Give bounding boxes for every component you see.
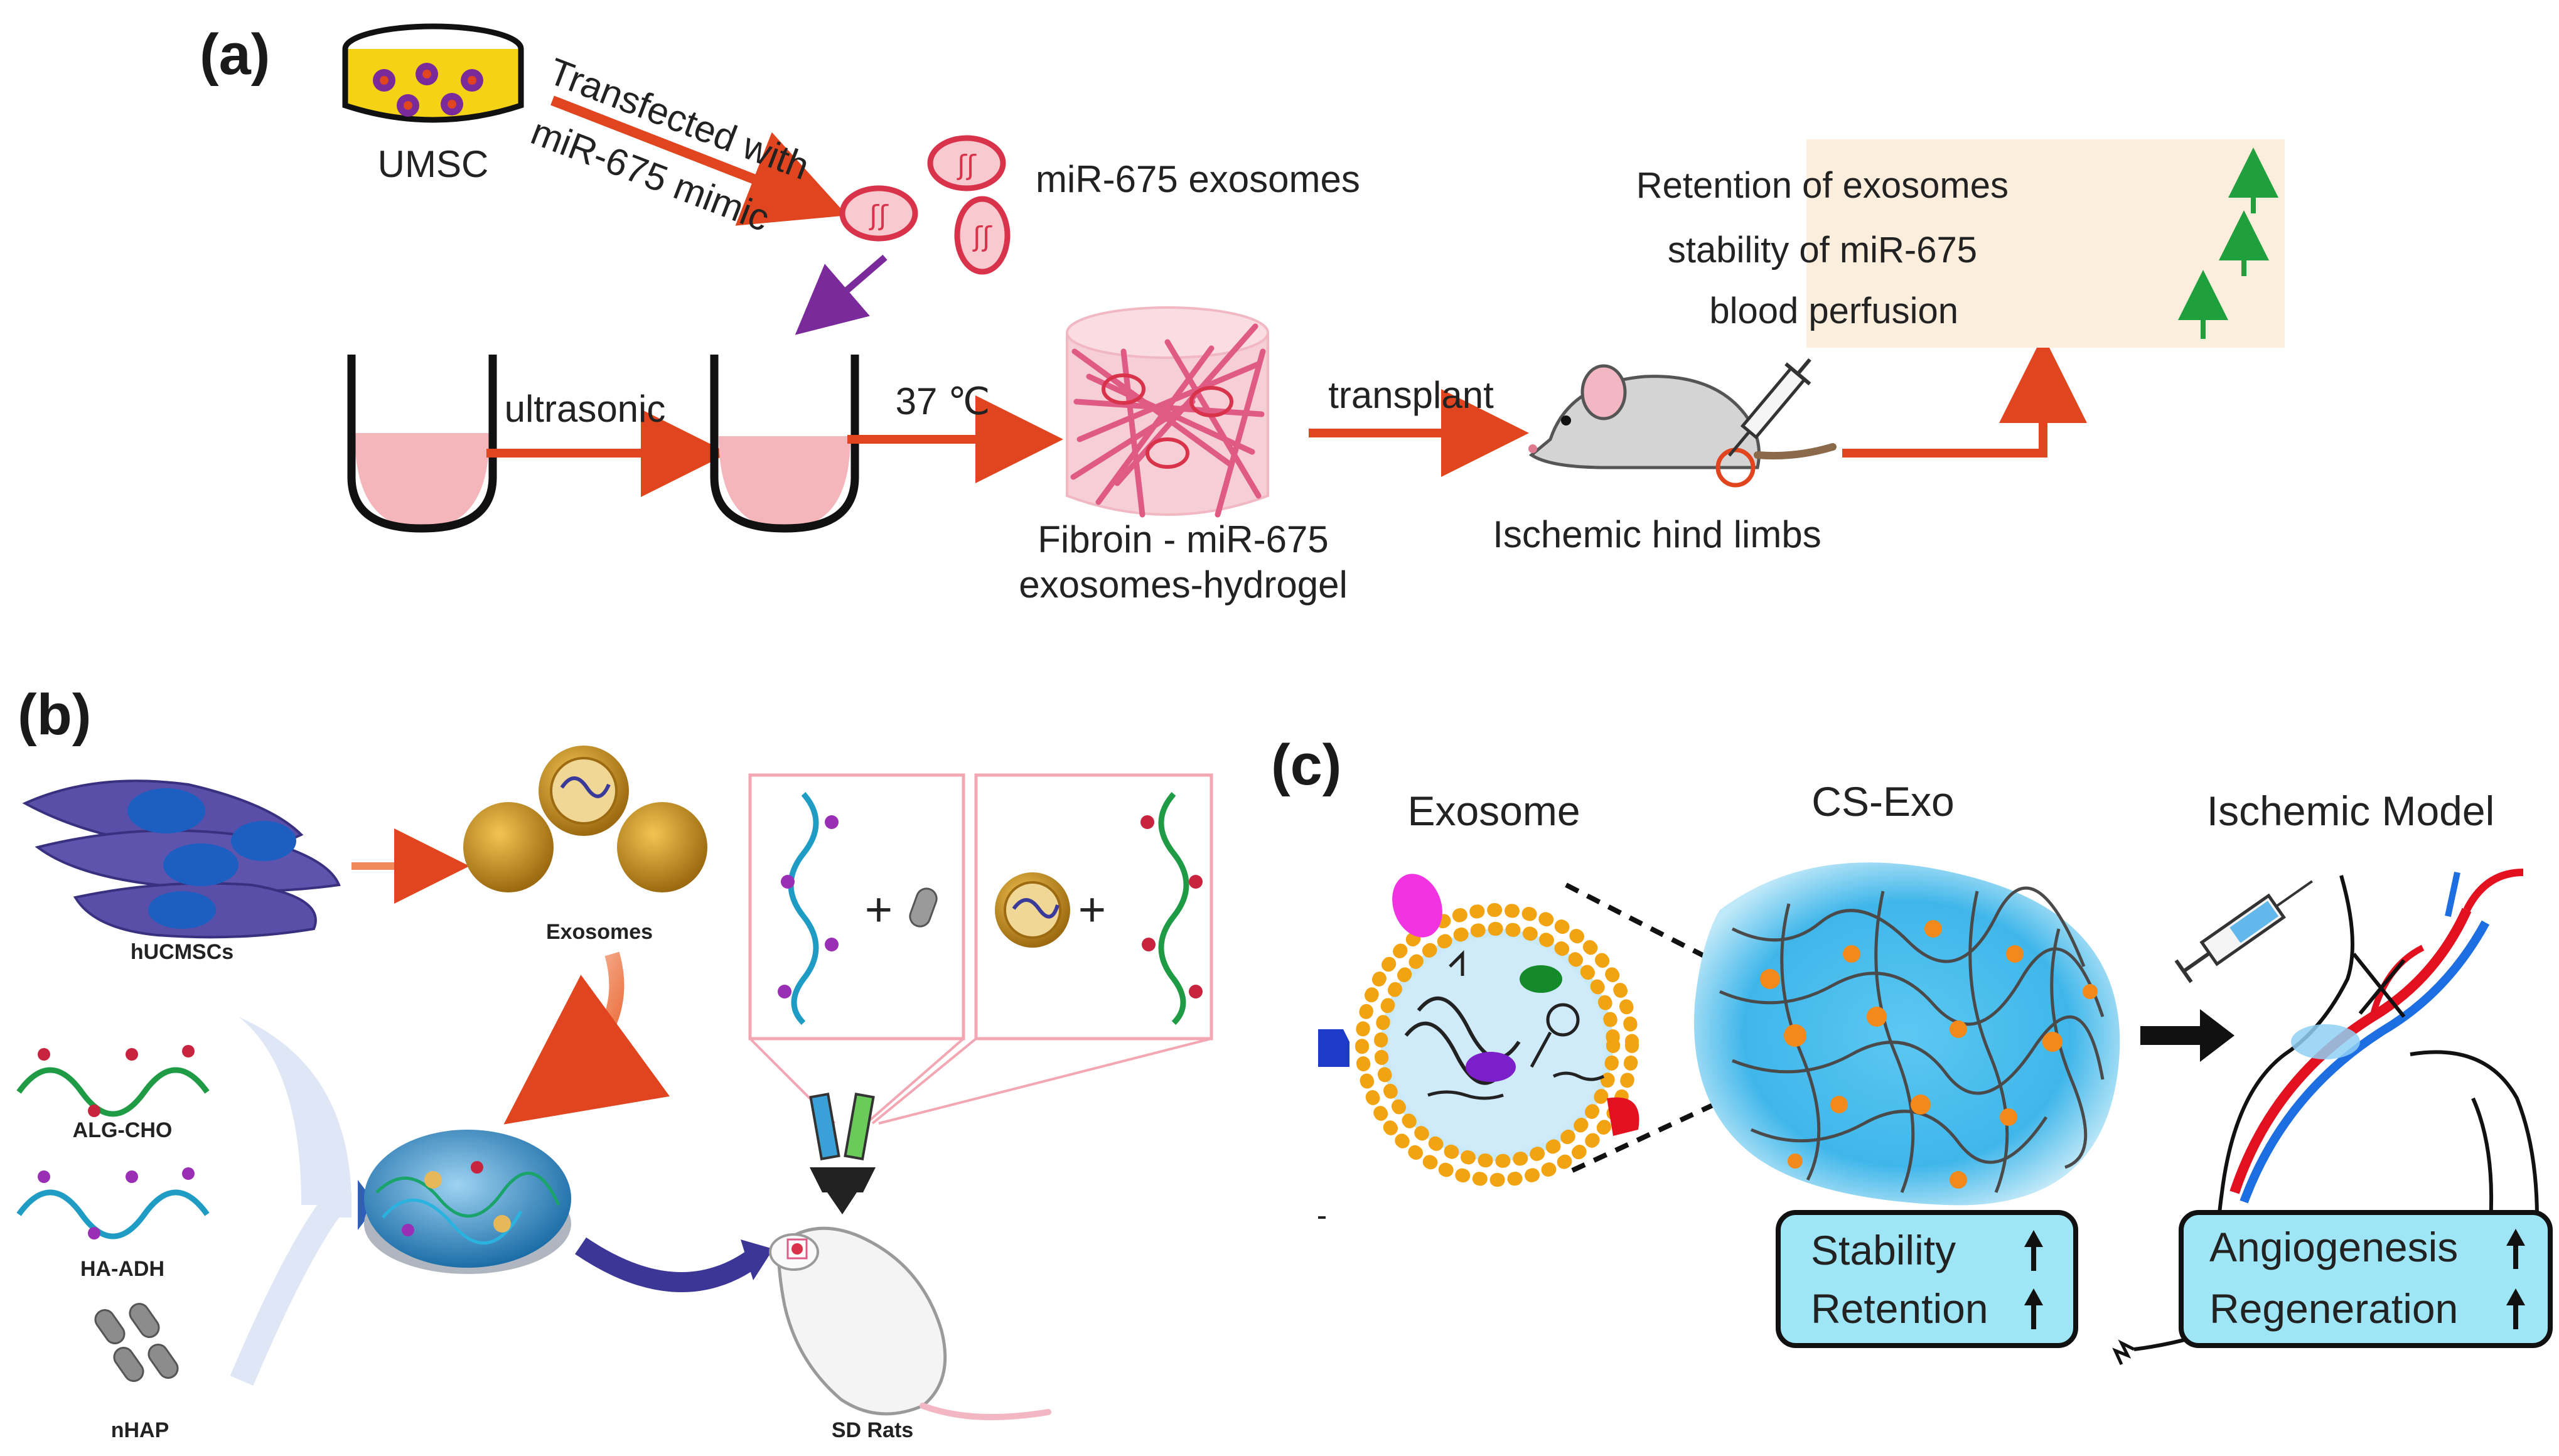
ha-adh-chain-icon xyxy=(16,1189,210,1239)
outcome-stability: stability of miR-675 xyxy=(1668,230,1977,270)
hydrogel-label-line1: Fibroin - miR-675 xyxy=(1038,518,1328,560)
zoom-box-2: + xyxy=(974,773,1213,1041)
result-box-stability: Stability Retention xyxy=(1776,1210,2078,1348)
mir675-exosome-icon: ʃʃ ʃʃ ʃʃ xyxy=(839,135,1011,275)
outcome-retention: Retention of exosomes xyxy=(1636,165,2009,206)
svg-text:ʃʃ: ʃʃ xyxy=(869,200,889,232)
ischemic-model-label: Ischemic Model xyxy=(2207,788,2495,834)
panel-a-tag: (a) xyxy=(200,23,270,87)
exosome-spheres-icon xyxy=(463,746,707,892)
black-arrow xyxy=(2140,1009,2234,1062)
svg-text:ʃʃ: ʃʃ xyxy=(972,221,992,253)
umsc-label: UMSC xyxy=(378,143,489,185)
outcome-perfusion: blood perfusion xyxy=(1709,291,1958,331)
tube-1-icon xyxy=(347,355,497,533)
alg-cho-chain-icon xyxy=(16,1067,210,1117)
alg-cho-label: ALG-CHO xyxy=(73,1118,173,1142)
plus-sign: + xyxy=(865,883,893,936)
panel-c-tag: (c) xyxy=(1271,733,1341,797)
up-arrow-icon xyxy=(2506,1229,2525,1269)
svg-text:ʃʃ: ʃʃ xyxy=(957,149,977,181)
cs-exo-hydrogel-icon xyxy=(1694,862,2120,1206)
merge-shading xyxy=(239,1017,351,1205)
merge-shading-lower xyxy=(230,1192,351,1386)
temperature-label: 37 ℃ xyxy=(896,380,990,422)
culture-dish-icon xyxy=(342,23,524,123)
gel-to-rat-arrowhead xyxy=(741,1239,773,1280)
ha-adh-label: HA-ADH xyxy=(80,1257,164,1281)
box-angiogenesis-text: Angiogenesis xyxy=(2209,1224,2458,1270)
rats-label: SD Rats xyxy=(832,1418,913,1442)
mouse-icon xyxy=(1528,358,1837,488)
purple-arrow xyxy=(795,254,888,335)
exosome-to-gel-arrow xyxy=(503,951,670,1125)
ha-adh-hydrazide-icon xyxy=(38,1167,195,1239)
result-box-angiogenesis: Angiogenesis Regeneration xyxy=(2179,1210,2553,1348)
plus-sign: + xyxy=(1078,883,1106,936)
nhap-label: nHAP xyxy=(111,1418,169,1442)
transplant-label: transplant xyxy=(1328,374,1494,416)
cs-exo-label: CS-Exo xyxy=(1811,778,1954,825)
ultrasonic-label: ultrasonic xyxy=(505,388,666,430)
zoom-box-1: + xyxy=(748,773,965,1041)
exosome-label: Exosome xyxy=(1407,788,1580,834)
box-stability-text: Stability xyxy=(1811,1227,1956,1273)
hydrogel-icon xyxy=(1066,306,1269,518)
up-arrow-icon xyxy=(2024,1288,2043,1329)
nhap-particles-icon xyxy=(94,1303,179,1382)
up-arrow-icon xyxy=(2506,1288,2525,1329)
rat-icon xyxy=(769,1226,1051,1420)
transfection-arrow xyxy=(550,95,847,226)
tube-2-icon xyxy=(710,355,859,533)
composite-hydrogel-icon xyxy=(364,1130,571,1274)
mouse-label: Ischemic hind limbs xyxy=(1493,513,1821,555)
outcome-box: Retention of exosomes stability of miR-6… xyxy=(1636,139,2285,348)
hucmsc-cells-icon xyxy=(22,779,341,939)
panel-b-tag: (b) xyxy=(18,683,91,747)
exosomes-label-b: Exosomes xyxy=(546,920,653,944)
box-regeneration-text: Regeneration xyxy=(2209,1285,2458,1332)
exosome-structure-icon xyxy=(1318,874,1639,1187)
hydrogel-label-line2: exosomes-hydrogel xyxy=(1019,564,1348,606)
syringe-icon xyxy=(2174,880,2313,983)
box-retention-text: Retention xyxy=(1811,1285,1988,1332)
gel-to-rat-arrow xyxy=(575,1237,759,1293)
hucmsc-label: hUCMSCs xyxy=(131,940,233,964)
alg-cho-aldehyde-icon xyxy=(38,1045,195,1117)
exosomes-label: miR-675 exosomes xyxy=(1036,158,1360,200)
up-arrow-icon xyxy=(2024,1230,2043,1271)
outcome-arrow xyxy=(1842,335,2087,458)
bioprinter-nozzle-icon xyxy=(809,1093,876,1214)
